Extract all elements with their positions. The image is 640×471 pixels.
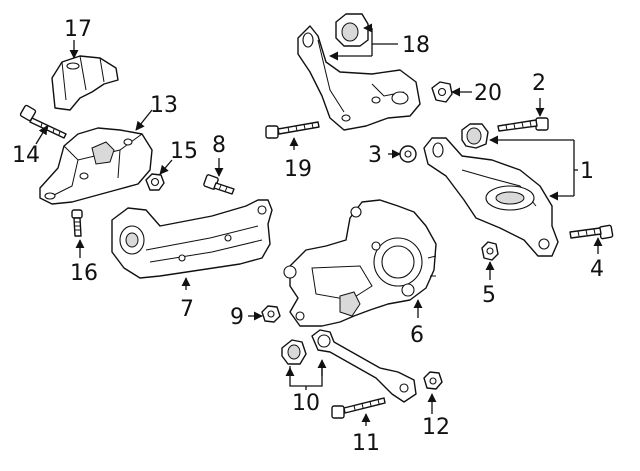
part-12-nut bbox=[423, 371, 443, 390]
callout-8: 8 bbox=[212, 133, 226, 158]
part-11-bolt bbox=[331, 397, 386, 419]
callout-18: 18 bbox=[402, 33, 430, 58]
part-9-nut bbox=[261, 305, 281, 323]
callout-16: 16 bbox=[70, 261, 98, 286]
callout-9: 9 bbox=[230, 305, 244, 330]
part-1-lower-arm bbox=[423, 123, 559, 257]
callout-17: 17 bbox=[64, 17, 92, 42]
part-14-bolt bbox=[19, 104, 67, 139]
callout-14: 14 bbox=[12, 143, 40, 168]
part-10-link bbox=[281, 329, 417, 403]
callout-19: 19 bbox=[284, 157, 312, 182]
callout-12: 12 bbox=[422, 415, 450, 440]
part-13-bracket bbox=[39, 127, 153, 205]
callout-1: 1 bbox=[580, 159, 594, 184]
callout-20: 20 bbox=[474, 81, 502, 106]
part-6-knuckle bbox=[283, 199, 437, 327]
part-18-upper-arm bbox=[297, 13, 421, 131]
callout-7: 7 bbox=[180, 297, 194, 322]
callout-3: 3 bbox=[368, 143, 382, 168]
callout-13: 13 bbox=[150, 93, 178, 118]
callout-10: 10 bbox=[292, 391, 320, 416]
callout-labels: 17 13 14 15 16 8 7 9 18 20 19 3 2 1 4 5 … bbox=[12, 17, 604, 456]
callout-5: 5 bbox=[482, 283, 496, 308]
part-15-nut bbox=[145, 173, 165, 191]
part-8-bolt bbox=[203, 174, 235, 195]
callout-11: 11 bbox=[352, 431, 380, 456]
part-3-washer bbox=[399, 145, 417, 163]
callout-2: 2 bbox=[532, 71, 546, 96]
part-7-trailing-arm bbox=[111, 199, 273, 279]
part-16-bolt bbox=[71, 209, 83, 237]
callout-6: 6 bbox=[410, 323, 424, 348]
leader-lines bbox=[35, 23, 603, 426]
part-2-bolt bbox=[497, 117, 549, 132]
part-20-nut bbox=[431, 81, 453, 103]
part-5-nut bbox=[481, 241, 499, 261]
part-19-bolt bbox=[265, 121, 320, 139]
callout-4: 4 bbox=[590, 257, 604, 282]
callout-15: 15 bbox=[170, 139, 198, 164]
part-17-insulator bbox=[51, 55, 119, 111]
part-4-bolt bbox=[569, 224, 614, 240]
